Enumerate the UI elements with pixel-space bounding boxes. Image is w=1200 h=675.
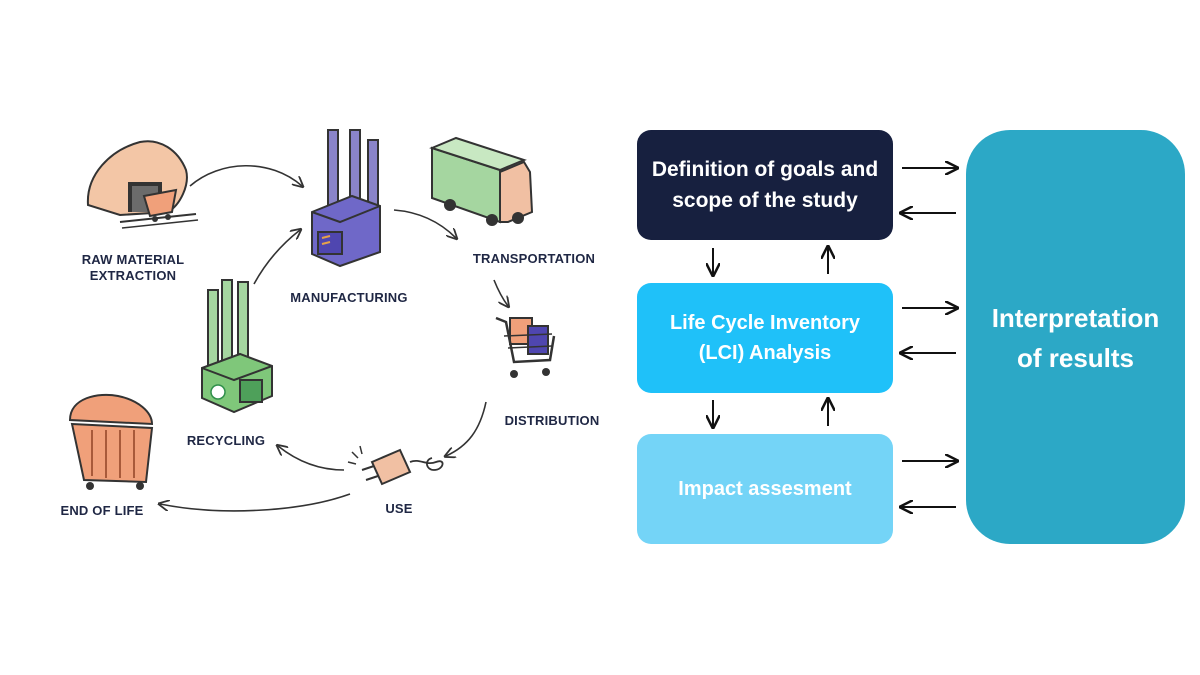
end-of-life-bin-icon [68, 393, 154, 490]
recycling-factory-icon [201, 279, 273, 414]
raw-material-icon [86, 140, 199, 229]
lci-analysis-box: Life Cycle Inventory (LCI) Analysis [637, 283, 893, 393]
cycle-arrows [160, 164, 508, 512]
lci-analysis-text: Life Cycle Inventory (LCI) Analysis [669, 312, 861, 364]
distribution-cart-icon [495, 316, 556, 378]
arrow-manufacturing-to-transportation [393, 209, 456, 238]
interpretation-text: Interpretation of results [991, 303, 1160, 373]
interpretation-box: Interpretation of results [966, 130, 1185, 544]
life-cycle-illustration [68, 129, 556, 512]
arrow-transportation-to-distribution [493, 279, 508, 306]
use-plug-icon [347, 445, 444, 486]
label-transportation: TRANSPORTATION [472, 251, 596, 266]
arrow-raw-to-manufacturing [189, 164, 302, 186]
arrow-use-to-end-of-life [160, 493, 351, 512]
label-manufacturing: MANUFACTURING [290, 290, 408, 305]
transportation-truck-icon [429, 136, 534, 226]
arrow-recycling-to-manufacturing [253, 230, 300, 285]
goals-scope-box: Definition of goals and scope of the stu… [637, 130, 893, 240]
label-raw-material-extraction: RAW MATERIAL EXTRACTION [81, 252, 185, 283]
goals-scope-text: Definition of goals and scope of the stu… [651, 158, 879, 212]
impact-assessment-box: Impact assesment [637, 434, 893, 544]
manufacturing-factory-icon [311, 129, 381, 268]
label-distribution: DISTRIBUTION [504, 413, 600, 428]
label-end-of-life: END OF LIFE [60, 503, 144, 518]
arrow-distribution-to-use [446, 401, 487, 456]
label-use: USE [385, 501, 413, 516]
arrow-use-to-recycling [278, 446, 345, 471]
label-recycling: RECYCLING [186, 433, 266, 448]
impact-assessment-text: Impact assesment [678, 477, 852, 500]
